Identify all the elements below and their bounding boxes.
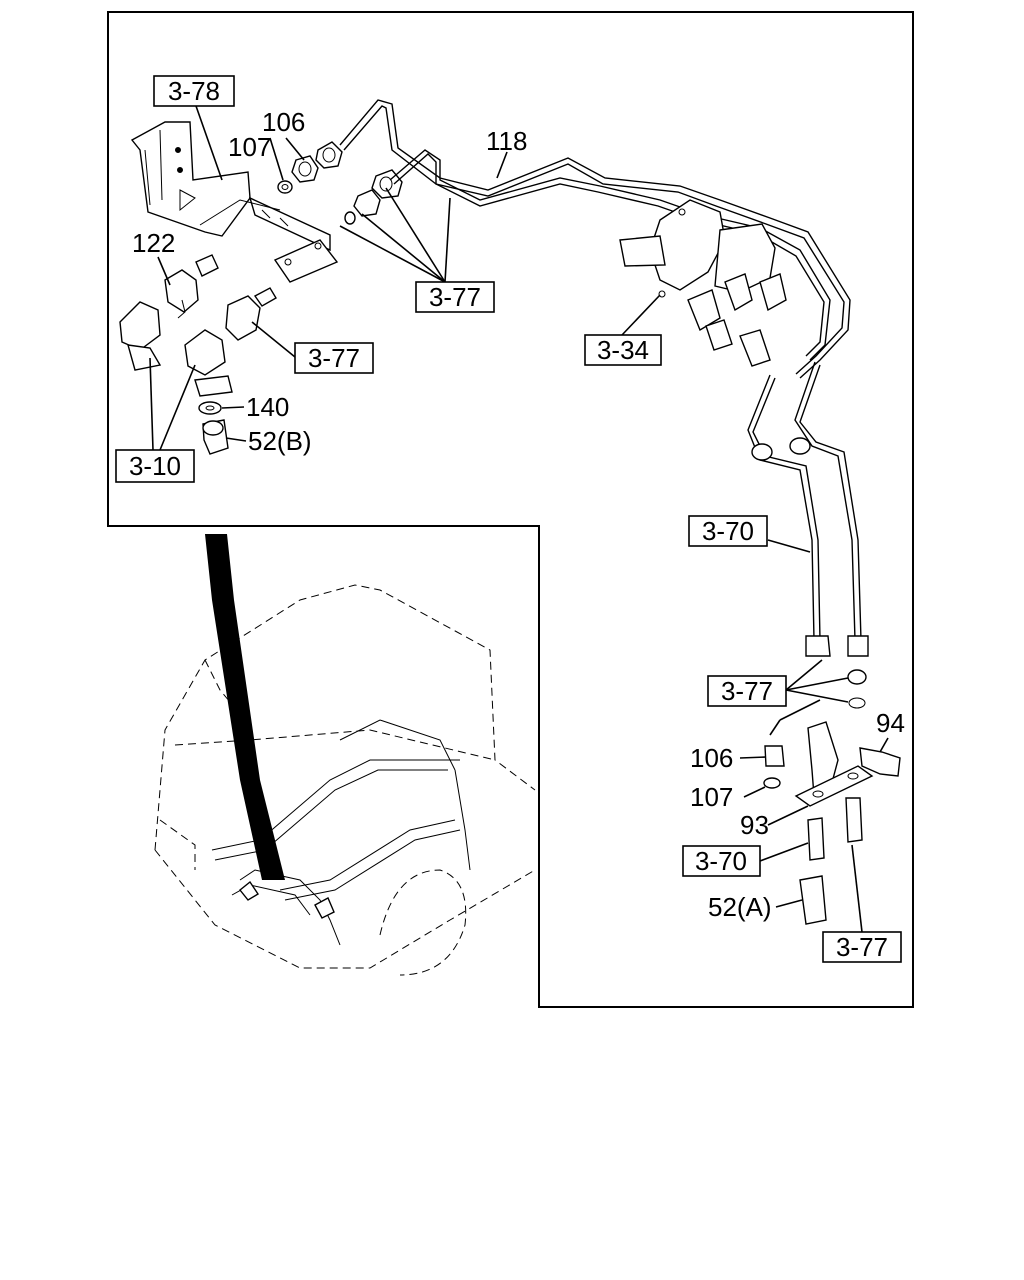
- leader-lines: [149, 105, 889, 933]
- part-number-52b: 52(B): [248, 426, 312, 456]
- callout-3-70-lower: 3-70: [682, 845, 761, 877]
- svg-text:3-77: 3-77: [836, 932, 888, 962]
- part-number-94: 94: [876, 708, 905, 738]
- callout-3-77-bottom: 3-77: [822, 931, 902, 963]
- truck-icon: [154, 584, 536, 976]
- part-number-107-right: 107: [690, 782, 733, 812]
- part-number-52a: 52(A): [708, 892, 772, 922]
- callout-3-78: 3-78: [153, 75, 235, 107]
- brake-pipe-icon: [747, 361, 869, 657]
- brake-pipe-icon: [339, 99, 851, 379]
- diagram-frame: [107, 11, 914, 1008]
- part-number-140: 140: [246, 392, 289, 422]
- callout-3-70-upper: 3-70: [688, 515, 768, 547]
- part-number-93: 93: [740, 810, 769, 840]
- svg-text:3-77: 3-77: [308, 343, 360, 373]
- flare-nut-icon: [291, 155, 319, 183]
- valve-icon: [119, 199, 281, 455]
- washer-icon: [277, 180, 293, 194]
- svg-text:3-70: 3-70: [695, 846, 747, 876]
- callout-3-77-left: 3-77: [294, 342, 374, 374]
- bracket-icon: [130, 121, 339, 283]
- part-number-122: 122: [132, 228, 175, 258]
- part-number-106-top: 106: [262, 107, 305, 137]
- bracket-icon: [763, 669, 901, 925]
- svg-text:3-77: 3-77: [721, 676, 773, 706]
- flare-nut-icon: [315, 141, 403, 225]
- callout-3-77-top: 3-77: [415, 281, 495, 313]
- part-number-106-right: 106: [690, 743, 733, 773]
- valve-icon: [619, 199, 787, 367]
- callout-3-10: 3-10: [115, 449, 195, 483]
- part-number-107-top: 107: [228, 132, 271, 162]
- svg-text:3-78: 3-78: [168, 76, 220, 106]
- part-number-118: 118: [486, 126, 527, 156]
- svg-text:3-10: 3-10: [129, 451, 181, 481]
- svg-text:3-77: 3-77: [429, 282, 481, 312]
- leader-wedge: [205, 534, 285, 880]
- callout-3-34: 3-34: [584, 334, 662, 366]
- svg-text:3-34: 3-34: [597, 335, 649, 365]
- svg-text:3-70: 3-70: [702, 516, 754, 546]
- callout-3-77-right: 3-77: [707, 675, 787, 707]
